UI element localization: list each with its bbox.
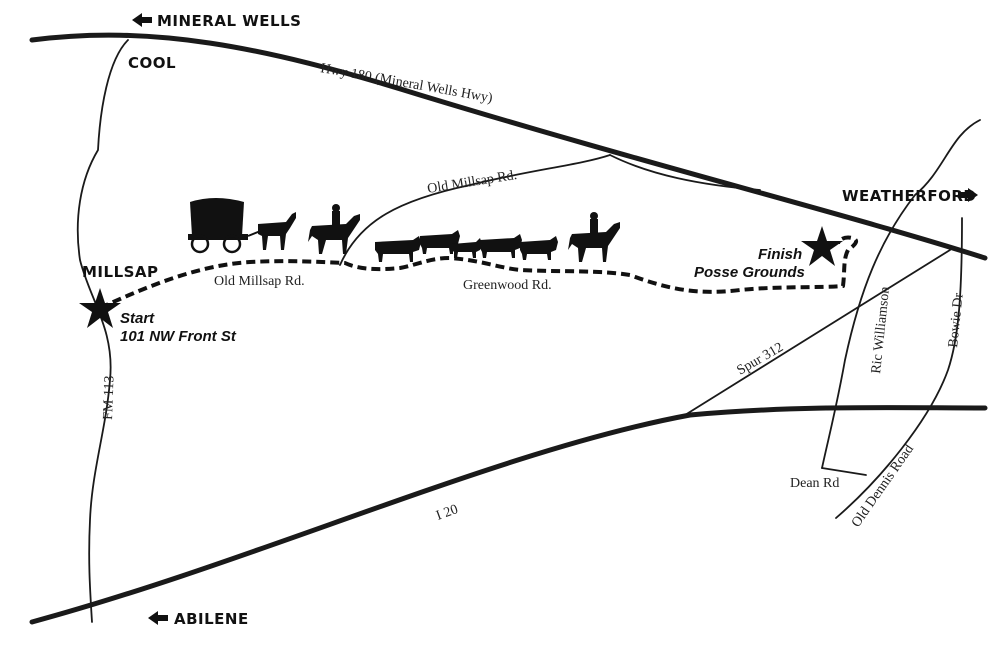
start-address-label: 101 NW Front St xyxy=(120,328,237,345)
hwy-180-road xyxy=(29,32,988,261)
cattle-icon xyxy=(375,236,421,262)
horse-rider-icon xyxy=(568,212,620,262)
millsap-label: MILLSAP xyxy=(82,263,159,281)
finish-place-label: Posse Grounds xyxy=(694,264,805,281)
old-millsap-upper-label: Old Millsap Rd. xyxy=(426,168,518,197)
greenwood-label: Greenwood Rd. xyxy=(463,278,552,293)
bowie-dr-road xyxy=(835,217,963,519)
fm-113-label: FM 113 xyxy=(101,375,118,420)
start-label: Start xyxy=(120,310,155,327)
bowie-dr-label: Bowie Dr xyxy=(946,292,967,348)
old-millsap-upper-road xyxy=(339,154,611,266)
start-star-icon xyxy=(79,288,121,328)
mineral-wells-left-arrow-icon xyxy=(132,13,152,27)
fm-113-road xyxy=(76,39,129,623)
old-dennis-road-label: Old Dennis Road xyxy=(849,442,917,530)
finish-star-icon xyxy=(801,226,843,266)
cool-label: COOL xyxy=(128,54,176,72)
i20-road xyxy=(29,405,988,625)
weatherford-label: WEATHERFORD xyxy=(842,187,976,205)
abilene-label: ABILENE xyxy=(174,610,249,628)
mineral-wells-label: MINERAL WELLS xyxy=(157,12,301,30)
old-millsap-lower-label: Old Millsap Rd. xyxy=(214,274,305,289)
cattle-icon xyxy=(520,236,558,260)
hwy-180-label: Hwy 180 (Mineral Wells Hwy) xyxy=(319,61,494,106)
spur-312-road xyxy=(684,249,951,416)
spur-312-label: Spur 312 xyxy=(735,340,787,378)
abilene-left-arrow-icon xyxy=(148,611,168,625)
horse-rider-icon xyxy=(308,204,360,254)
cattle-icon xyxy=(452,238,482,258)
wagon-icon xyxy=(188,198,296,254)
old-millsap-connector-road xyxy=(609,154,761,191)
cattle-icon xyxy=(480,234,522,258)
dean-road xyxy=(821,467,867,476)
finish-label: Finish xyxy=(758,246,802,263)
ric-williamson-road xyxy=(821,119,981,469)
drive-route xyxy=(99,235,859,310)
i20-label: I 20 xyxy=(434,502,460,524)
cattle-icon xyxy=(420,230,460,254)
weatherford-right-arrow-icon xyxy=(958,188,978,202)
dean-rd-label: Dean Rd xyxy=(790,476,839,491)
